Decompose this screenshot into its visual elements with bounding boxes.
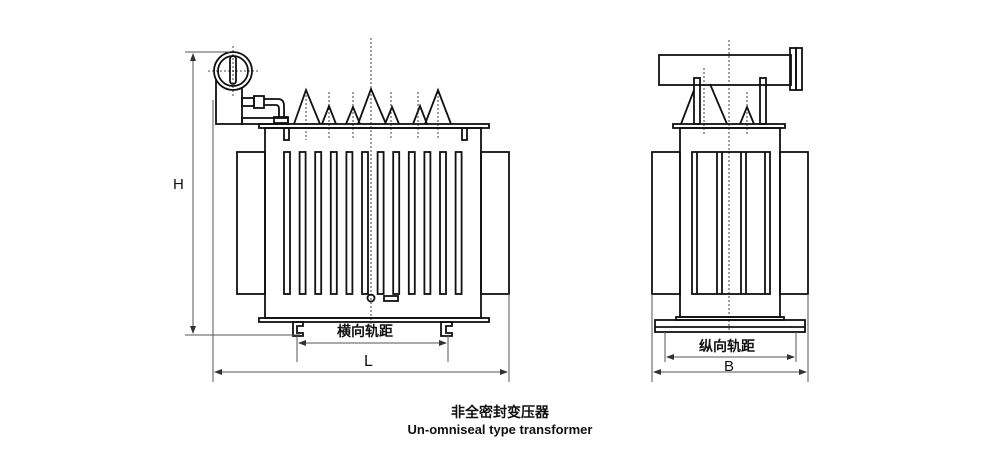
cooling-fin [298,151,307,295]
radiator-right [480,151,510,295]
cooling-fin [376,151,385,295]
tank-body [264,127,482,319]
caption-chinese: 非全密封变压器 [451,404,549,420]
conservator-icon [208,46,289,125]
dim-h-label: H [173,176,184,193]
conservator-side-icon [658,54,792,86]
cooling-fin [283,151,291,295]
cooling-fin [361,151,369,295]
side-view [651,40,809,333]
nameplate [383,295,399,302]
cooling-fin [314,151,323,295]
bushings [293,86,452,125]
cooling-fin [454,151,463,295]
cooling-fin [329,151,338,295]
cooling-fin [345,151,354,295]
side-rail-label: 纵向轨距 [699,338,755,354]
front-view [208,38,510,337]
cooling-fins [283,151,463,295]
radiator-left [236,151,266,295]
cooling-fin [439,151,447,295]
cooling-fin [392,151,401,295]
front-rail-label: 横向轨距 [337,323,393,339]
cooling-fin [423,151,432,295]
front-dimensions [185,51,510,382]
dim-l-label: L [364,353,373,370]
caption-english: Un-omniseal type transformer [407,422,593,437]
side-dimensions [651,294,809,382]
dim-b-label: B [724,358,734,375]
cooling-fin [407,151,416,295]
